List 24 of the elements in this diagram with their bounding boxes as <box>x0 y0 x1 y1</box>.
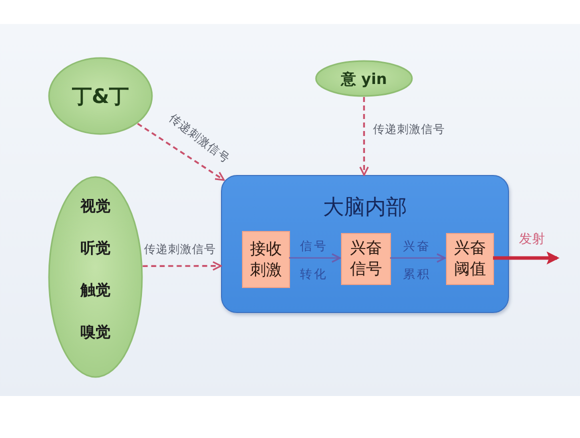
process-box: 兴奋阈值 <box>446 233 494 285</box>
edge-label: 传递刺激信号 <box>144 243 216 257</box>
rounded-panel <box>221 175 509 313</box>
sense-label: 嗅觉 <box>80 322 110 340</box>
dashed-arrow <box>137 122 225 181</box>
sense-label: 触觉 <box>80 280 110 298</box>
process-box: 接收刺激 <box>242 231 290 288</box>
sense-label: 视觉 <box>80 196 110 214</box>
ellipse-bubble: 意 yin <box>315 60 413 97</box>
arrow <box>390 253 446 263</box>
dashed-arrow <box>142 261 222 271</box>
panel-title: 大脑内部 <box>322 194 408 220</box>
edge-label: 传递刺激信号 <box>373 123 445 137</box>
arrow <box>289 253 341 263</box>
process-box: 兴奋信号 <box>341 233 391 285</box>
dashed-arrow <box>359 97 369 176</box>
sense-label: 听觉 <box>80 238 110 256</box>
arrow <box>493 252 560 264</box>
ellipse-bubble <box>48 176 143 378</box>
ellipse-bubble: 丁&丁 <box>48 57 153 135</box>
edge-label: 信号转化 <box>300 238 329 283</box>
edge-label: 发射 <box>519 232 545 248</box>
edge-label: 兴奋累积 <box>403 238 432 283</box>
edge-label: 传递刺激信号 <box>166 110 234 168</box>
